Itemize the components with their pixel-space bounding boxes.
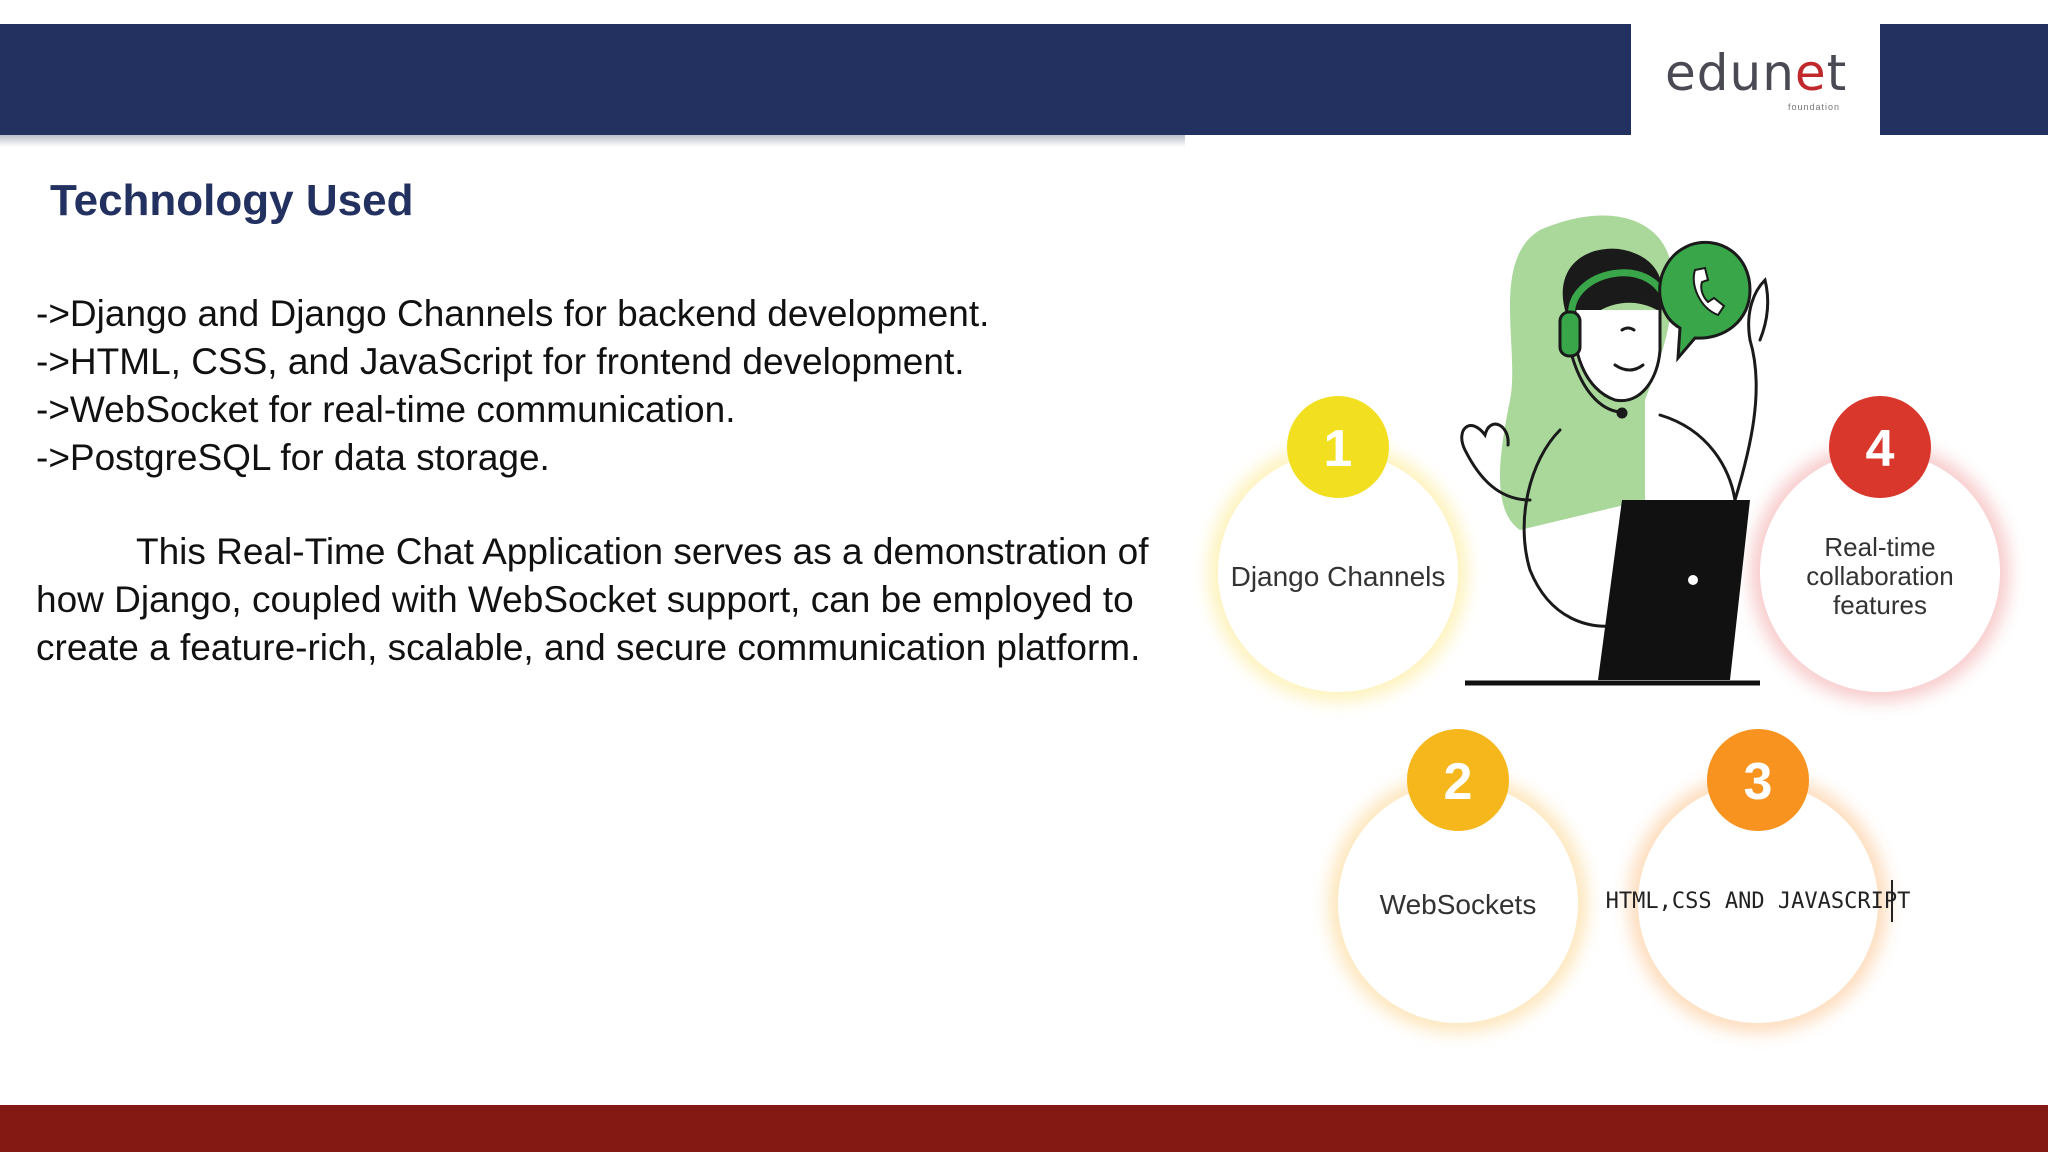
logo-text-start: edun bbox=[1665, 44, 1795, 102]
tech-item-2: 2 WebSockets bbox=[1328, 729, 1588, 1033]
footer-bar bbox=[0, 1105, 2048, 1152]
tech-item-1: 1 Django Channels bbox=[1208, 396, 1468, 702]
tech-item-4: 4 Real-time collaboration features bbox=[1750, 396, 2010, 702]
technology-graphic: 1 Django Channels 4 Real-time collaborat… bbox=[1208, 215, 2010, 1033]
number-3: 3 bbox=[1744, 753, 1773, 811]
label-line: features bbox=[1833, 590, 1927, 620]
label-html-css-js: HTML,CSS AND JAVASCRIPT bbox=[1606, 889, 1911, 914]
list-item: ->Django and Django Channels for backend… bbox=[36, 293, 990, 334]
label-line: Real-time bbox=[1824, 532, 1935, 562]
list-item: ->HTML, CSS, and JavaScript for frontend… bbox=[36, 341, 965, 382]
label-line: collaboration bbox=[1806, 561, 1953, 591]
tech-item-3: 3 HTML,CSS AND JAVASCRIPT bbox=[1606, 729, 1911, 1033]
logo-wordmark: edunet bbox=[1665, 48, 1847, 98]
number-2: 2 bbox=[1444, 753, 1473, 811]
number-badge-2 bbox=[1407, 729, 1509, 831]
number-badge-4 bbox=[1829, 396, 1931, 498]
logo: edunet foundation bbox=[1631, 24, 1880, 137]
logo-text-end: t bbox=[1826, 44, 1848, 102]
number-badge-3 bbox=[1707, 729, 1809, 831]
technology-list: ->Django and Django Channels for backend… bbox=[36, 290, 1186, 482]
laptop-icon bbox=[1465, 500, 1760, 686]
number-4: 4 bbox=[1866, 420, 1895, 478]
list-item: ->WebSocket for real-time communication. bbox=[36, 389, 736, 430]
slide-title: Technology Used bbox=[50, 176, 414, 225]
label-django-channels: Django Channels bbox=[1231, 561, 1446, 592]
logo-text-accent: e bbox=[1794, 44, 1827, 102]
list-item: ->PostgreSQL for data storage. bbox=[36, 437, 550, 478]
label-websockets: WebSockets bbox=[1380, 889, 1537, 920]
number-1: 1 bbox=[1324, 420, 1353, 478]
header-shadow bbox=[0, 135, 1185, 147]
logo-tagline: foundation bbox=[1787, 102, 1840, 112]
phone-chat-bubble-icon bbox=[1658, 240, 1752, 363]
person-with-headset-icon bbox=[1460, 248, 1770, 628]
summary-paragraph: This Real-Time Chat Application serves a… bbox=[36, 531, 1149, 668]
number-badge-1 bbox=[1287, 396, 1389, 498]
